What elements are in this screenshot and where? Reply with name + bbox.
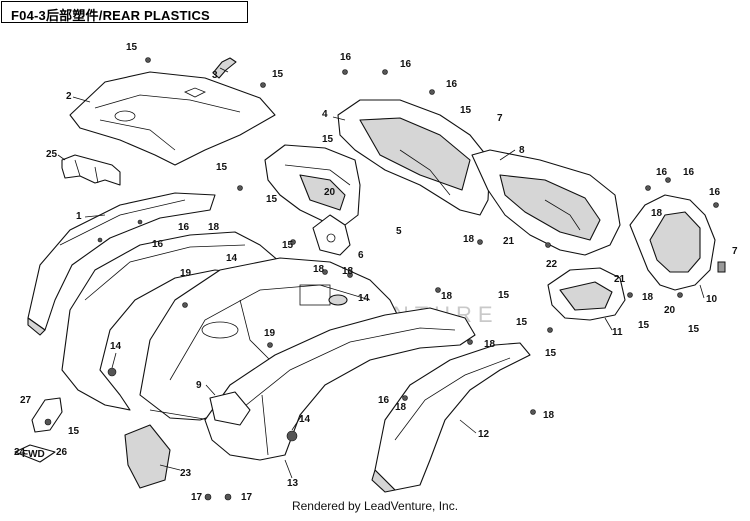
part-25-bracket[interactable] (61, 154, 121, 186)
callout-6: 6 (358, 250, 364, 261)
callout-18-c: 18 (342, 266, 354, 277)
callout-15-h: 15 (498, 290, 510, 301)
callout-16-g: 16 (656, 167, 668, 178)
callout-23: 23 (180, 468, 192, 479)
callout-25: 25 (46, 149, 58, 160)
callout-17-b: 17 (241, 492, 253, 503)
callout-15-a: 15 (126, 42, 138, 53)
part-12-rear-fender-right[interactable] (371, 342, 531, 493)
callout-20-a: 20 (324, 187, 336, 198)
callout-16-f: 16 (378, 395, 390, 406)
callout-15-j: 15 (545, 348, 557, 359)
callout-1: 1 (76, 211, 82, 222)
callout-16-i: 16 (709, 187, 721, 198)
fwd-label: FWD (22, 449, 45, 460)
callout-18-h: 18 (543, 410, 555, 421)
callout-21-b: 21 (614, 274, 626, 285)
callout-18-d: 18 (463, 234, 475, 245)
part-2-rear-rack-cover[interactable] (69, 71, 276, 166)
callout-3: 3 (212, 70, 218, 81)
callout-5: 5 (396, 226, 402, 237)
callout-18-i: 18 (651, 208, 663, 219)
leader-lines (57, 67, 705, 479)
callout-labels: 2 3 25 1 4 5 6 7 7 8 9 10 11 12 13 14 14… (14, 42, 738, 503)
part-11-rear-module[interactable] (547, 267, 626, 321)
callout-14-b: 14 (358, 293, 370, 304)
callout-7-a: 7 (497, 113, 503, 124)
callout-15-m: 15 (68, 426, 80, 437)
page-title: F04-3后部塑件/REAR PLASTICS (11, 8, 210, 23)
callout-18-j: 18 (395, 402, 407, 413)
callout-16-a: 16 (340, 52, 352, 63)
callout-14-d: 14 (299, 414, 311, 425)
callout-15-b: 15 (272, 69, 284, 80)
callout-12: 12 (478, 429, 490, 440)
callout-15-l: 15 (688, 324, 700, 335)
callout-22: 22 (546, 259, 558, 270)
part-6-plate[interactable] (312, 214, 351, 256)
callout-14-a: 14 (226, 253, 238, 264)
callout-15-i: 15 (516, 317, 528, 328)
callout-26: 26 (56, 447, 68, 458)
callout-19-b: 19 (264, 328, 276, 339)
part-5-tail-light-bracket[interactable] (264, 144, 361, 226)
callout-16-b: 16 (400, 59, 412, 70)
part-24-small-bracket[interactable] (31, 397, 63, 433)
part-23-mud-flap[interactable] (124, 424, 171, 489)
callout-18-e: 18 (441, 291, 453, 302)
part-4-rear-cover-panel[interactable] (337, 99, 491, 216)
callout-10: 10 (706, 294, 718, 305)
fwd-arrow-icon: FWD (14, 444, 56, 463)
callout-14-c: 14 (110, 341, 122, 352)
callout-19-a: 19 (180, 268, 192, 279)
callout-4: 4 (322, 109, 328, 120)
callout-15-c: 15 (216, 162, 228, 173)
callout-2: 2 (66, 91, 72, 102)
part-3-strap-hook[interactable] (212, 57, 237, 79)
callout-15-f: 15 (460, 105, 472, 116)
callout-16-h: 16 (683, 167, 695, 178)
callout-18-g: 18 (642, 292, 654, 303)
callout-15-k: 15 (638, 320, 650, 331)
callout-15-e: 15 (266, 194, 278, 205)
callout-9: 9 (196, 380, 202, 391)
callout-15-g: 15 (282, 240, 294, 251)
callout-13: 13 (287, 478, 299, 489)
callout-8: 8 (519, 145, 525, 156)
part-8-rear-light-housing[interactable] (471, 149, 621, 256)
part-13-rear-fender-right-inner[interactable] (204, 307, 476, 461)
callout-21-a: 21 (503, 236, 515, 247)
callout-16-c: 16 (446, 79, 458, 90)
part-1-rear-fender-left[interactable] (27, 192, 216, 336)
title-box: F04-3后部塑件/REAR PLASTICS (1, 1, 248, 23)
part-10-side-panel[interactable] (629, 194, 726, 291)
callout-16-d: 16 (178, 222, 190, 233)
part-14-rear-fender-inner[interactable] (61, 231, 281, 411)
part-9-support[interactable] (209, 391, 251, 426)
callout-18-f: 18 (484, 339, 496, 350)
callout-24: 24 (14, 447, 26, 458)
fasteners (145, 57, 719, 501)
callout-27: 27 (20, 395, 32, 406)
callout-17-a: 17 (191, 492, 203, 503)
callout-20-b: 20 (664, 305, 676, 316)
footer-credit: Rendered by LeadVenture, Inc. (291, 499, 459, 513)
callout-15-d: 15 (322, 134, 334, 145)
callout-7-b: 7 (732, 246, 738, 257)
callout-16-e: 16 (152, 239, 164, 250)
callout-18-a: 18 (208, 222, 220, 233)
callout-18-b: 18 (313, 264, 325, 275)
callout-11: 11 (612, 327, 623, 338)
